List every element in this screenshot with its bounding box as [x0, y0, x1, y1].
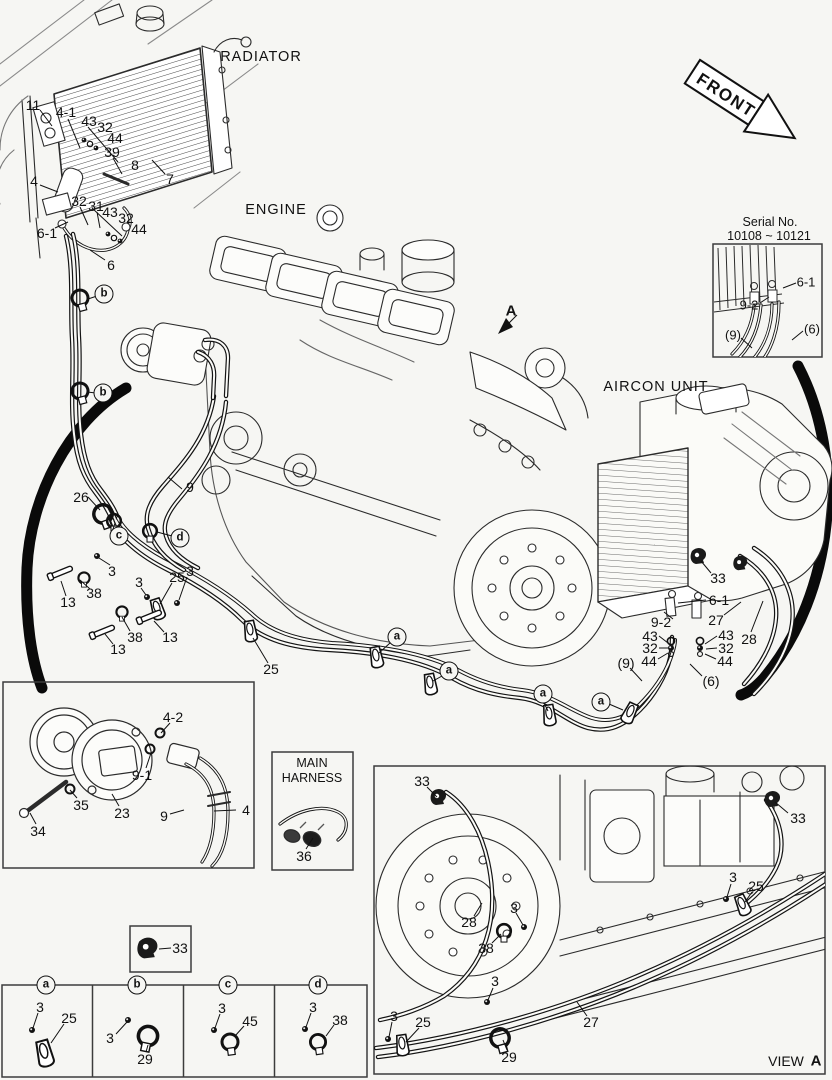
aircon-unit-drawing [597, 383, 832, 619]
detail-circle-arcs [21, 360, 832, 701]
legend-strip [1, 984, 368, 1078]
serial-detail-box [712, 243, 823, 358]
clamp-33-box [129, 925, 192, 973]
radiator-drawing [0, 0, 259, 259]
view-a-box [373, 765, 826, 1075]
compressor-detail-box [2, 681, 255, 869]
engine-drawing [120, 204, 611, 667]
front-arrow-icon: FRONT [683, 58, 797, 140]
view-a-arrow [498, 318, 513, 334]
main-harness-box [271, 751, 354, 871]
